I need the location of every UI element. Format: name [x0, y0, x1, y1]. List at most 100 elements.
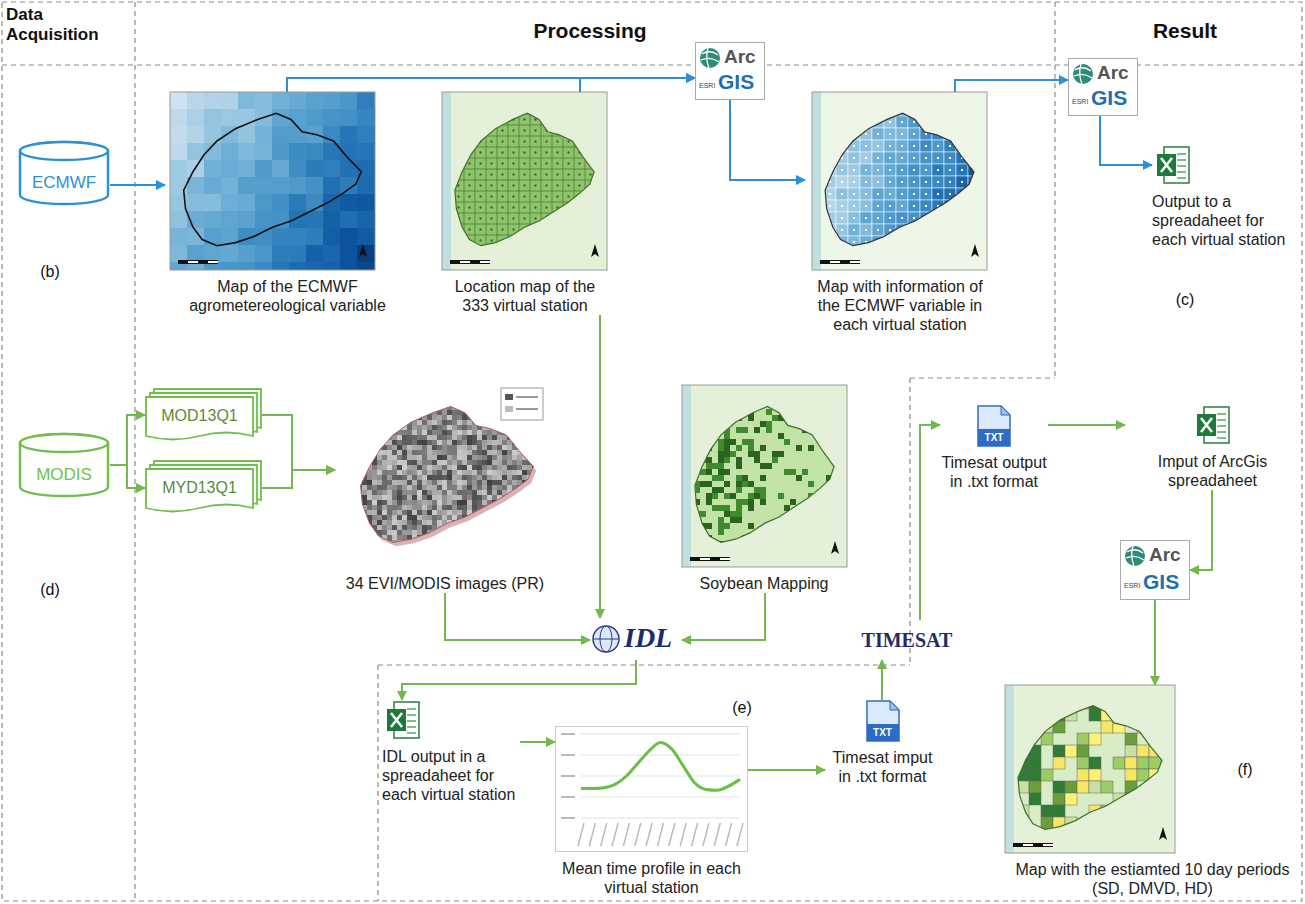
logo-text: Arc [1097, 62, 1129, 84]
final-illustration [1005, 685, 1185, 853]
text-file-icon: TXT Timesat output in .txt format [940, 405, 1048, 491]
map-figure: 34 EVI/MODIS images (PR) [335, 385, 555, 593]
flow-arrow [110, 415, 145, 465]
flow-arrow [920, 425, 940, 620]
icon-badge: TXT [867, 726, 899, 740]
section-divider [1054, 2, 1055, 378]
flow-arrow [881, 660, 883, 700]
section-heading: Data Acquisition [6, 5, 132, 45]
flow-arrow [262, 470, 335, 488]
txt-icon: TXT [976, 405, 1012, 447]
flow-arrow [955, 80, 1068, 92]
database-cylinder: ECMWF [18, 140, 110, 206]
section-heading: Processing [490, 18, 690, 43]
spreadsheet-icon: IDL output in a spreadaheet for each vir… [382, 700, 520, 804]
figure-caption: Soybean Mapping [678, 574, 850, 593]
document-stack: MYD13Q1 [145, 460, 262, 514]
panel-letter: (b) [30, 262, 70, 281]
section-divider [378, 664, 910, 665]
flow-arrow [1100, 116, 1152, 165]
panel-letter: (e) [722, 698, 762, 717]
section-divider [910, 377, 1055, 378]
logo-text: GIS [1143, 569, 1179, 595]
flow-arrow [730, 100, 805, 180]
icon-caption: Output to a spreadaheet for each virtual… [1152, 192, 1300, 249]
flow-arrow [1154, 600, 1156, 685]
excel-icon [1155, 145, 1191, 185]
flow-arrow [445, 593, 590, 640]
chart-illustration [556, 727, 748, 852]
flow-arrow [1048, 424, 1125, 426]
figure-caption: Location map of the 333 virtual station [440, 277, 610, 315]
excel-icon [385, 700, 421, 740]
map-figure: Soybean Mapping [678, 385, 850, 593]
document-name: MOD13Q1 [146, 397, 253, 433]
arcgis-logo: ArcESRIGIS [1120, 540, 1190, 600]
database-name: MODIS [36, 465, 92, 484]
logo-text: Arc [724, 46, 756, 68]
flow-arrow [287, 78, 695, 92]
idl-logo: IDL [590, 618, 682, 660]
document-name: MYD13Q1 [146, 469, 253, 505]
map-figure: Map with information of the ECMWF variab… [805, 92, 995, 334]
map-figure: Location map of the 333 virtual station [440, 92, 610, 315]
icon-caption: Imput of ArcGis spreadaheet [1125, 452, 1300, 490]
icon-caption: Timesat imput in .txt format [825, 748, 940, 786]
icon-badge: TXT [978, 431, 1010, 445]
panel-letter: (f) [1225, 760, 1265, 779]
arcgis-logo: ArcESRIGIS [695, 42, 765, 100]
logo-text: IDL [624, 621, 672, 655]
section-divider [134, 2, 135, 901]
figure-caption: Map with information of the ECMWF variab… [805, 277, 995, 334]
ecmwf-illustration [170, 92, 391, 279]
section-divider [909, 378, 910, 665]
arcgis-logo: ArcESRIGIS [1068, 58, 1138, 116]
map-figure: Map of the ECMWF agrometereological vari… [165, 92, 410, 315]
flow-arrow [402, 660, 636, 700]
timesat-logo: TIMESAT [852, 620, 962, 660]
logo-text: ESRI [1124, 581, 1140, 590]
map-figure: Map with the estiamted 10 day periods (S… [1005, 685, 1300, 898]
info-illustration [812, 92, 992, 272]
section-divider [377, 665, 378, 901]
logo-text: ESRI [1072, 97, 1088, 106]
logo-text: GIS [718, 69, 754, 95]
flow-arrow [599, 315, 601, 618]
txt-icon: TXT [865, 700, 901, 742]
icon-caption: Timesat output in .txt format [940, 453, 1048, 491]
database-name: ECMWF [32, 173, 96, 192]
text-file-icon: TXT Timesat imput in .txt format [825, 700, 940, 786]
flow-arrow [110, 465, 145, 488]
section-heading: Result [1130, 18, 1240, 43]
flow-arrow [682, 593, 765, 640]
spreadsheet-icon: Output to a spreadaheet for each virtual… [1152, 145, 1300, 249]
logo-text: TIMESAT [862, 628, 953, 652]
logo-text: Arc [1149, 544, 1181, 566]
map-figure: Mean time profile in each virtual statio… [555, 726, 748, 897]
figure-caption: Mean time profile in each virtual statio… [555, 859, 748, 897]
flow-arrow [110, 184, 165, 186]
panel-letter: (c) [1165, 290, 1205, 309]
panel-letter: (d) [30, 580, 70, 599]
figure-caption: Map with the estiamted 10 day periods (S… [1005, 860, 1300, 898]
evi-illustration [347, 385, 547, 570]
document-stack: MOD13Q1 [145, 388, 262, 442]
database-cylinder: MODIS [18, 432, 110, 498]
flow-arrow [262, 415, 335, 470]
soy-illustration [682, 385, 850, 571]
logo-text: ESRI [699, 81, 715, 90]
logo-text: GIS [1091, 85, 1127, 111]
flow-arrow [580, 78, 695, 92]
spreadsheet-icon: Imput of ArcGis spreadaheet [1125, 405, 1300, 490]
figure-caption: 34 EVI/MODIS images (PR) [335, 574, 555, 593]
flow-arrow [748, 769, 825, 771]
icon-caption: IDL output in a spreadaheet for each vir… [382, 747, 520, 804]
flow-arrow [1190, 490, 1212, 570]
figure-caption: Map of the ECMWF agrometereological vari… [165, 277, 410, 315]
loc-illustration [442, 92, 607, 279]
flow-arrow [520, 741, 555, 743]
excel-icon [1195, 405, 1231, 445]
